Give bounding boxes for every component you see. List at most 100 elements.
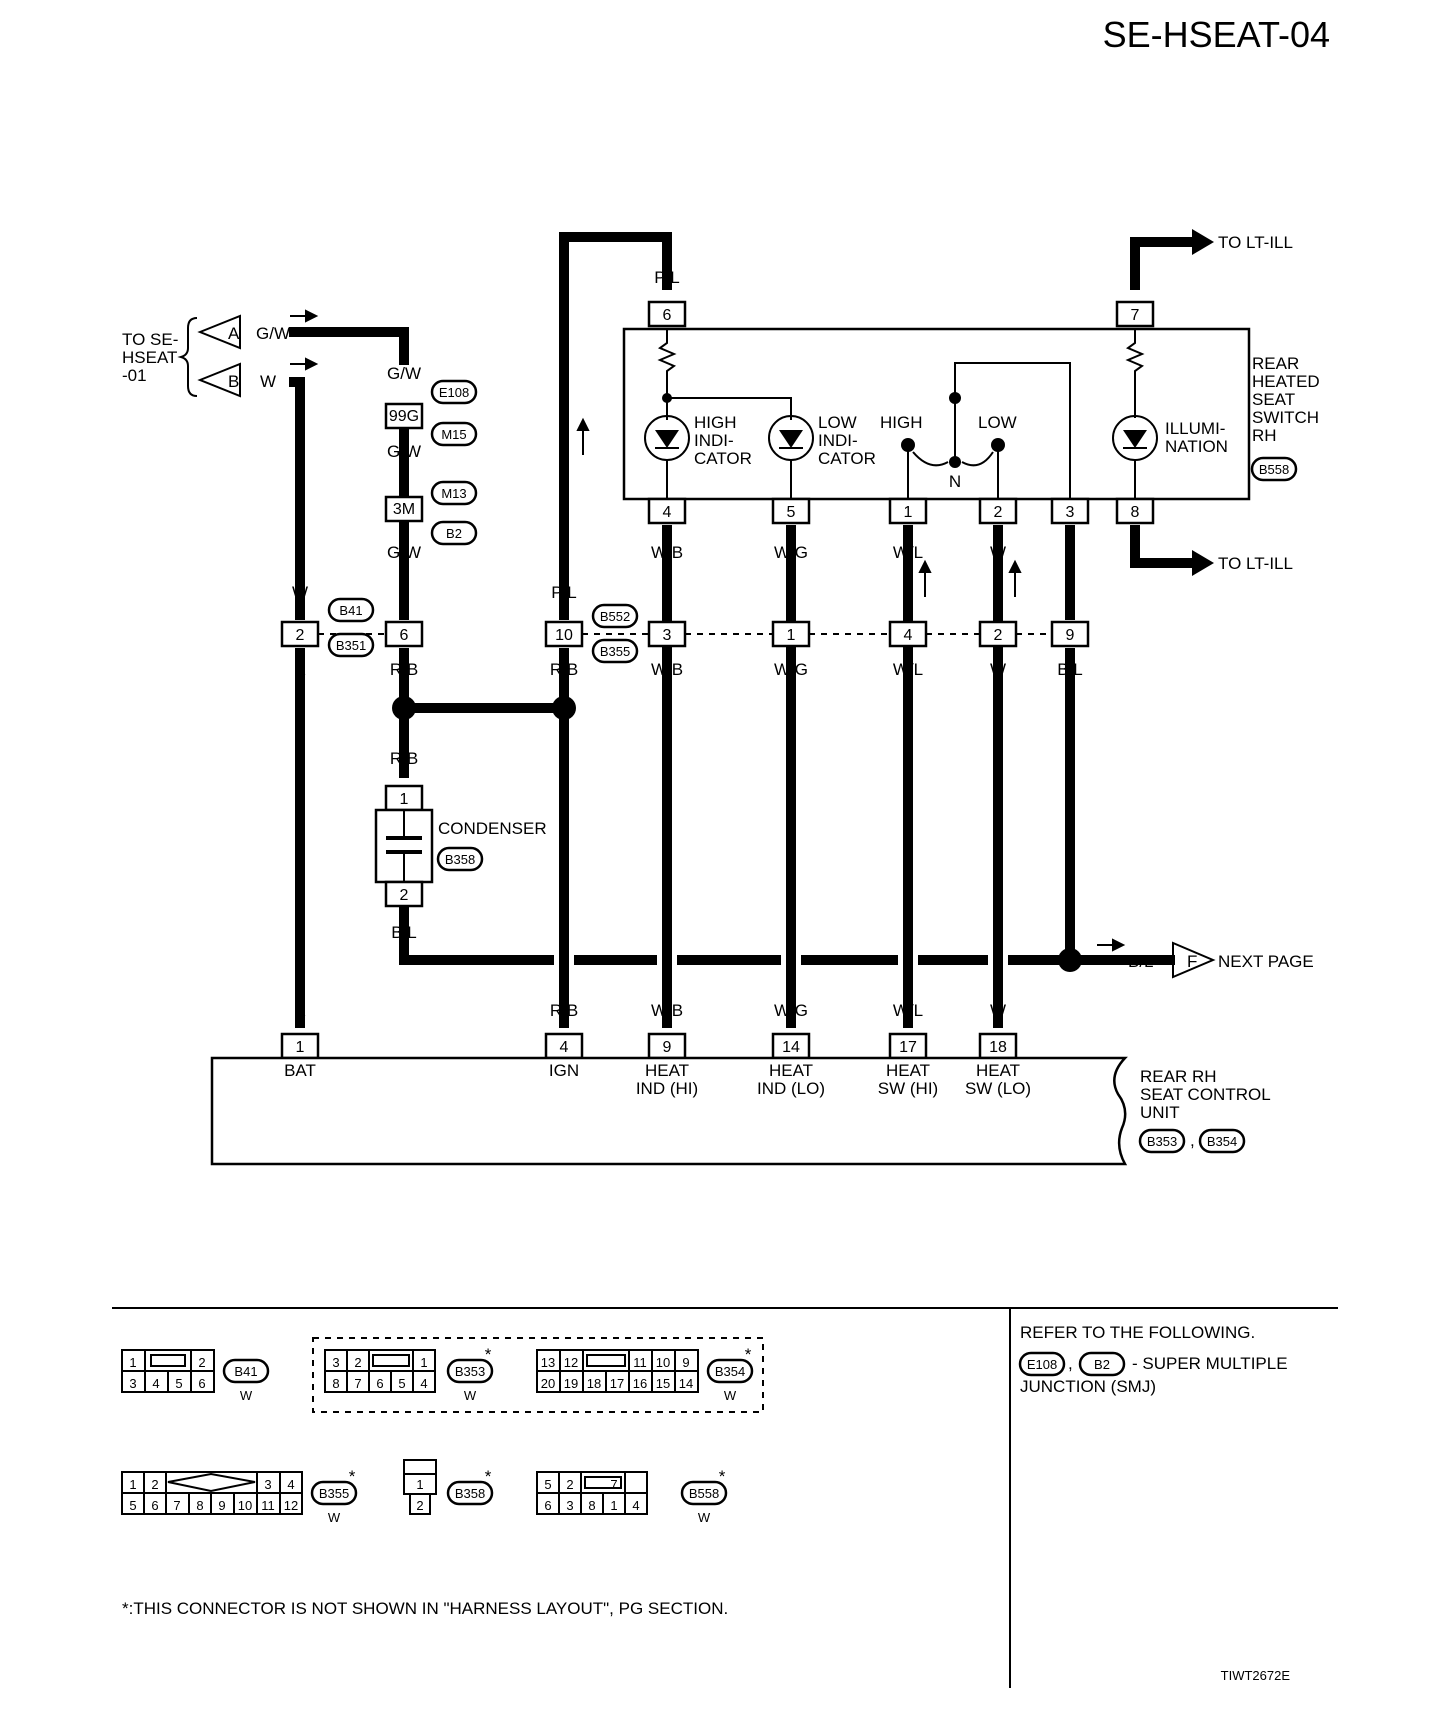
wire-label-rb-4: R/B (550, 1001, 578, 1020)
smj-pin-box-1 (384, 402, 424, 430)
svg-text:7: 7 (354, 1376, 361, 1391)
wire-label-wb-3: W/B (651, 1001, 683, 1020)
conn-b355-oval (591, 638, 639, 664)
switch-pin-6-box (647, 300, 687, 328)
condenser-pin-2-box (384, 880, 424, 908)
wire-label-wb-1: W/B (651, 543, 683, 562)
refer-e108-oval (1018, 1351, 1066, 1377)
svg-text:2: 2 (566, 1477, 573, 1492)
wire-label-gw-1: G/W (387, 364, 421, 383)
cu-term-heat-ind-hi-1: HEAT (645, 1061, 689, 1080)
svg-text:B41: B41 (234, 1364, 257, 1379)
wire-label-b: W (260, 372, 276, 391)
cu-pin-18: 18 (989, 1039, 1007, 1056)
svg-text:4: 4 (632, 1498, 639, 1513)
mid-pin-1: 1 (787, 627, 796, 644)
conn-b351: B351 (336, 638, 366, 653)
condenser-pin-2: 2 (400, 887, 409, 904)
control-unit-body (210, 1056, 1128, 1166)
svg-text:8: 8 (332, 1376, 339, 1391)
svg-text:6: 6 (544, 1498, 551, 1513)
multi-connector-group (312, 1337, 764, 1413)
switch-pin-5: 5 (787, 504, 796, 521)
svg-text:15: 15 (656, 1376, 670, 1391)
svg-text:6: 6 (151, 1498, 158, 1513)
switch-title-1: REAR (1252, 354, 1299, 373)
mid-pin-3: 3 (663, 627, 672, 644)
cu-term-heat-ind-lo-2: IND (LO) (757, 1079, 825, 1098)
cu-title-3: UNIT (1140, 1103, 1180, 1122)
svg-text:1: 1 (129, 1477, 136, 1492)
svg-text:2: 2 (354, 1355, 361, 1370)
conn-b351-oval (327, 632, 375, 658)
connector-a: A (228, 324, 240, 343)
svg-text:4: 4 (287, 1477, 294, 1492)
smj-pin-1: 99G (389, 408, 419, 425)
switch-pin-4: 4 (663, 504, 672, 521)
wire-w-b (289, 377, 305, 620)
splice-rb-left (392, 696, 416, 720)
svg-text:11: 11 (261, 1498, 275, 1513)
mid-pin-2: 2 (994, 627, 1003, 644)
wire-label-wl-3: W/L (893, 1001, 923, 1020)
cu-title-2: SEAT CONTROL (1140, 1085, 1271, 1104)
conn-b552: B552 (600, 609, 630, 624)
wire-label-wl-2: W/L (893, 660, 923, 679)
switch-title-2: HEATED (1252, 372, 1320, 391)
switch-pin-1: 1 (904, 504, 913, 521)
svg-text:B558: B558 (689, 1486, 719, 1501)
next-page-wire: B/L (1128, 952, 1154, 971)
svg-text:12: 12 (284, 1498, 298, 1513)
switch-pin-7: 7 (1131, 307, 1140, 324)
connector-view-b354: 13 12 11 10 9 20 19 18 17 16 15 14 B354 … (536, 1345, 754, 1403)
smj-pin-box-2 (384, 495, 424, 523)
conn-b353-oval (1138, 1128, 1186, 1154)
mid-pin-b41: 2 (296, 627, 305, 644)
refer-b2-oval (1078, 1351, 1126, 1377)
to-se-hseat-line2: HSEAT (122, 348, 177, 367)
wire-label-rb-1: R/B (390, 660, 418, 679)
low-ind-1: LOW (818, 413, 857, 432)
svg-text:B358: B358 (455, 1486, 485, 1501)
svg-text:16: 16 (633, 1376, 647, 1391)
wire-label-w-1: W (990, 543, 1006, 562)
smj-pin-2: 3M (393, 501, 415, 518)
svg-text:1: 1 (416, 1477, 423, 1492)
low-ind-3: CATOR (818, 449, 876, 468)
arrow-lt-ill-bottom (1192, 550, 1214, 576)
wire-label-r-2: R (294, 1001, 306, 1020)
wire-label-gw-3: G/W (387, 543, 421, 562)
high-ind-1: HIGH (694, 413, 737, 432)
svg-text:B355: B355 (319, 1486, 349, 1501)
high-ind-2: INDI- (694, 431, 734, 450)
conn-b2: B2 (446, 526, 462, 541)
svg-text:4: 4 (420, 1376, 427, 1391)
svg-text:*: * (719, 1467, 726, 1486)
mid-pin-b351: 6 (400, 627, 409, 644)
next-page-label: NEXT PAGE (1218, 952, 1314, 971)
wire-label-b-1: B (1064, 543, 1075, 562)
svg-text:*: * (349, 1467, 356, 1486)
switch-pin-3: 3 (1066, 504, 1075, 521)
switch-title-3: SEAT (1252, 390, 1295, 409)
svg-text:2: 2 (151, 1477, 158, 1492)
svg-text:2: 2 (198, 1355, 205, 1370)
to-se-hseat-line3: -01 (122, 366, 147, 385)
svg-text:20: 20 (541, 1376, 555, 1391)
svg-text:5: 5 (129, 1498, 136, 1513)
svg-text:B354: B354 (715, 1364, 745, 1379)
cu-term-heat-ind-lo-1: HEAT (769, 1061, 813, 1080)
switch-high: HIGH (880, 413, 923, 432)
cu-pin-14: 14 (782, 1039, 800, 1056)
connector-view-b41: 1 2 3 4 5 6 B41 W (121, 1349, 270, 1403)
wire-label-bl-cond: B/L (391, 923, 417, 942)
svg-text:18: 18 (587, 1376, 601, 1391)
svg-text:2: 2 (416, 1498, 423, 1513)
svg-text:10: 10 (238, 1498, 252, 1513)
svg-text:11: 11 (633, 1355, 647, 1370)
svg-text:1: 1 (420, 1355, 427, 1370)
connector-b-flag (197, 362, 241, 398)
illum-2: NATION (1165, 437, 1228, 456)
wire-label-a: G/W (256, 324, 290, 343)
cu-pin-9: 9 (663, 1039, 672, 1056)
